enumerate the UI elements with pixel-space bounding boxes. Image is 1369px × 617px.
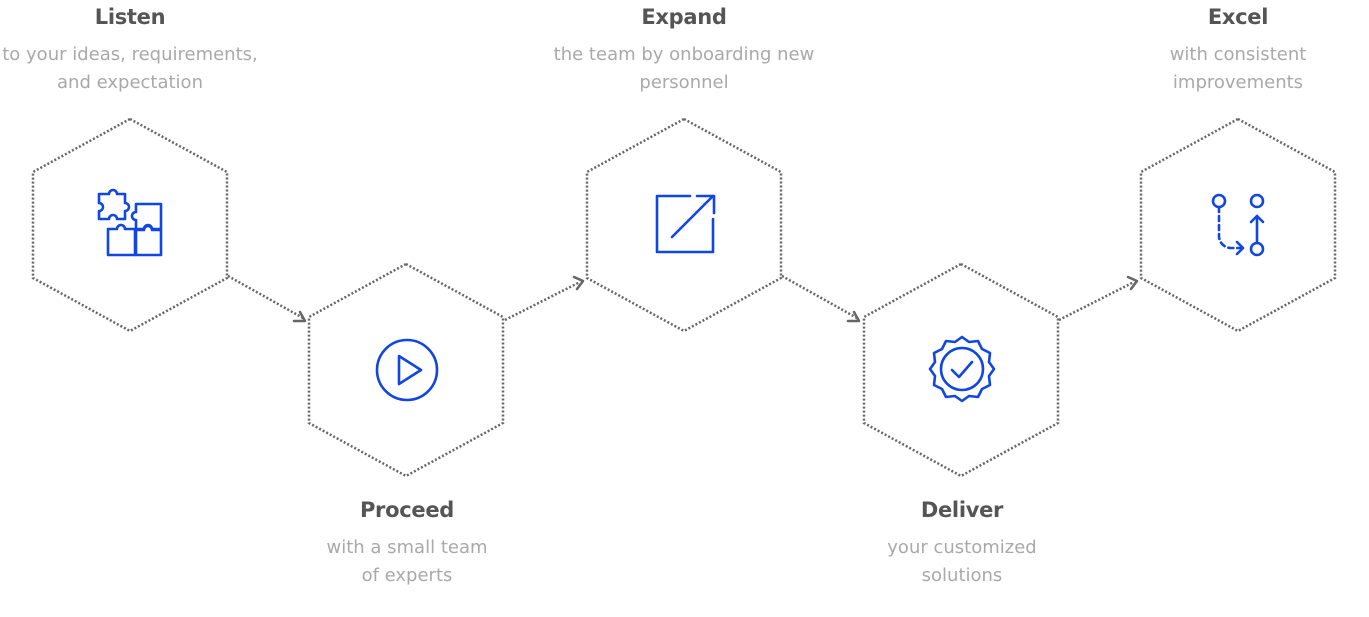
hexagon-excel [1139, 117, 1337, 333]
step-proceed: Proceed with a small team of experts [257, 497, 557, 590]
hexagon-deliver [862, 262, 1060, 478]
hexagons [31, 117, 1337, 478]
step-description-line: solutions [921, 565, 1003, 586]
step-description-line: to your ideas, requirements, [2, 44, 258, 65]
connector-deliver-to-excel [1058, 280, 1135, 322]
puzzle-icon [97, 188, 163, 257]
step-expand: Expand the team by onboarding new person… [534, 4, 834, 97]
step-description-line: with consistent [1169, 44, 1307, 65]
git-merge-icon [1211, 193, 1265, 257]
step-title: Proceed [359, 498, 455, 522]
step-title: Excel [1207, 5, 1269, 29]
arrowhead-listen-to-proceed [292, 310, 307, 323]
hexagon-proceed [307, 262, 505, 478]
connector-expand-to-deliver [781, 274, 858, 320]
step-description-line: improvements [1172, 72, 1304, 93]
step-description-line: personnel [639, 72, 729, 93]
step-title: Expand [641, 5, 727, 29]
step-excel: Excel with consistent improvements [1088, 4, 1369, 97]
connector-proceed-to-expand [504, 280, 581, 322]
arrowhead-deliver-to-excel [1126, 275, 1139, 291]
expand-arrow-icon [655, 194, 716, 254]
hexagon-listen [31, 117, 229, 333]
play-circle-icon [375, 338, 439, 402]
connector-listen-to-proceed [227, 274, 304, 320]
step-description-line: of experts [361, 565, 453, 586]
badge-check-icon [928, 335, 996, 403]
step-description-line: the team by onboarding new [553, 44, 815, 65]
step-description: the team by onboarding new personnel [534, 41, 834, 97]
arrowhead-proceed-to-expand [572, 275, 585, 291]
step-description-line: and expectation [57, 72, 203, 93]
step-description-line: your customized [887, 537, 1037, 558]
step-description: your customized solutions [812, 534, 1112, 590]
step-title: Deliver [920, 498, 1004, 522]
step-deliver: Deliver your customized solutions [812, 497, 1112, 590]
step-description-line: with a small team [326, 537, 488, 558]
step-description: with consistent improvements [1088, 41, 1369, 97]
step-title: Listen [94, 5, 166, 29]
step-description: to your ideas, requirements, and expecta… [0, 41, 280, 97]
connectors [227, 274, 1139, 323]
arrowhead-expand-to-deliver [846, 310, 861, 323]
step-listen: Listen to your ideas, requirements, and … [0, 4, 280, 97]
step-description: with a small team of experts [257, 534, 557, 590]
